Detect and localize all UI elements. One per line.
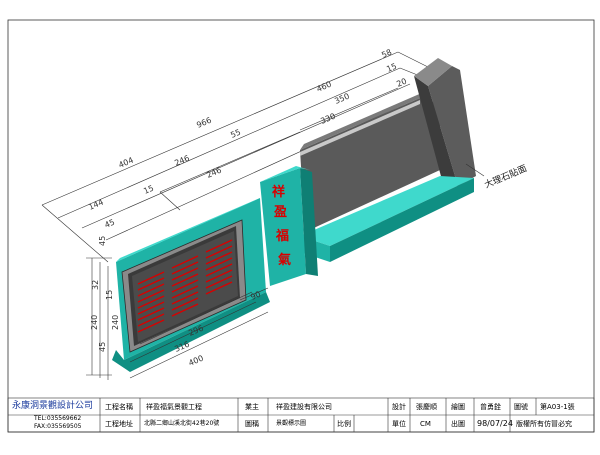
sheet-no-value: 第A03-1張 <box>540 403 575 411</box>
dim-label: 144 <box>87 198 105 212</box>
sign-char: 盈 <box>273 205 287 220</box>
center-pillar-side <box>300 168 318 276</box>
dim-label: 240 <box>90 315 99 330</box>
note-leader <box>465 163 485 177</box>
back-wall-face <box>300 98 440 232</box>
date-label: 出圖 <box>451 420 465 428</box>
dim-label: 55 <box>229 128 242 140</box>
left-dimension-labels: 240 45 15 240 45 32 <box>90 236 120 352</box>
dim-label: 20 <box>395 77 408 89</box>
client-value: 祥盈建設有限公司 <box>276 403 332 411</box>
dim-label: 460 <box>315 80 333 94</box>
date-value: 98/07/24 <box>477 419 513 428</box>
dim-label: 15 <box>142 184 155 196</box>
left-wing-top <box>116 198 260 262</box>
center-pillar-front <box>260 168 306 286</box>
dim-label: 246 <box>173 154 191 168</box>
dim-label: 45 <box>103 218 116 230</box>
sheet-no-label: 圖號 <box>514 403 528 411</box>
dim-label: 330 <box>319 112 337 126</box>
title-block-grid <box>7 397 595 433</box>
dim-label: 246 <box>205 166 223 180</box>
base-right <box>330 178 474 262</box>
drawn-label: 繪圖 <box>451 403 465 411</box>
bottom-dimension-lines <box>129 287 269 379</box>
design-value: 張慶順 <box>416 403 437 411</box>
sign-char: 福 <box>275 228 289 244</box>
dim-label: 350 <box>333 92 351 106</box>
dim-label: 404 <box>117 156 135 170</box>
base-top <box>300 176 474 246</box>
project-name-label: 工程名稱 <box>105 403 133 411</box>
unit-value: CM <box>420 420 431 428</box>
right-pillar-top <box>414 58 452 86</box>
project-addr-label: 工程地址 <box>105 420 133 428</box>
sign-characters: 祥 盈 福 氣 <box>272 184 291 268</box>
dim-label: 58 <box>380 48 393 60</box>
right-pillar-front <box>428 66 476 186</box>
company-name: 永康洞景觀設計公司 <box>12 401 94 411</box>
note-label: 大理石貼面 <box>482 162 528 191</box>
board-slats <box>137 239 233 333</box>
right-pillar-side <box>414 76 458 186</box>
project-name-value: 祥盈福氣景觀工程 <box>146 403 202 411</box>
dim-label: 240 <box>111 315 120 330</box>
drawing-name-value: 景觀標示圖 <box>276 420 307 427</box>
dim-label: 45 <box>98 236 107 246</box>
dim-label: 90 <box>249 290 262 302</box>
company-tel: TEL:035569662 <box>34 415 82 422</box>
copyright: 版權所有仿冒必究 <box>516 420 572 428</box>
back-wall-top <box>300 92 424 150</box>
sign-char: 氣 <box>278 252 291 268</box>
project-addr-value: 北縣二鄉山溪北街42巷20號 <box>144 420 220 427</box>
drawn-value: 曾勇銓 <box>480 403 501 411</box>
dim-label: 45 <box>98 342 107 352</box>
unit-label: 單位 <box>392 420 406 428</box>
dim-label: 32 <box>91 280 100 290</box>
dim-label: 400 <box>187 354 205 368</box>
scale-label: 比例 <box>337 420 351 428</box>
sign-char: 祥 <box>272 184 285 200</box>
client-label: 業主 <box>245 403 259 411</box>
dim-label: 15 <box>385 62 398 74</box>
drawing-name-label: 圖稱 <box>245 420 259 428</box>
dim-label: 966 <box>195 116 213 130</box>
company-fax: FAX:035569505 <box>34 423 82 430</box>
left-dimension-lines <box>86 257 112 380</box>
back-wall-trim <box>300 100 420 156</box>
design-label: 設計 <box>392 403 406 411</box>
dim-label: 15 <box>105 290 114 300</box>
